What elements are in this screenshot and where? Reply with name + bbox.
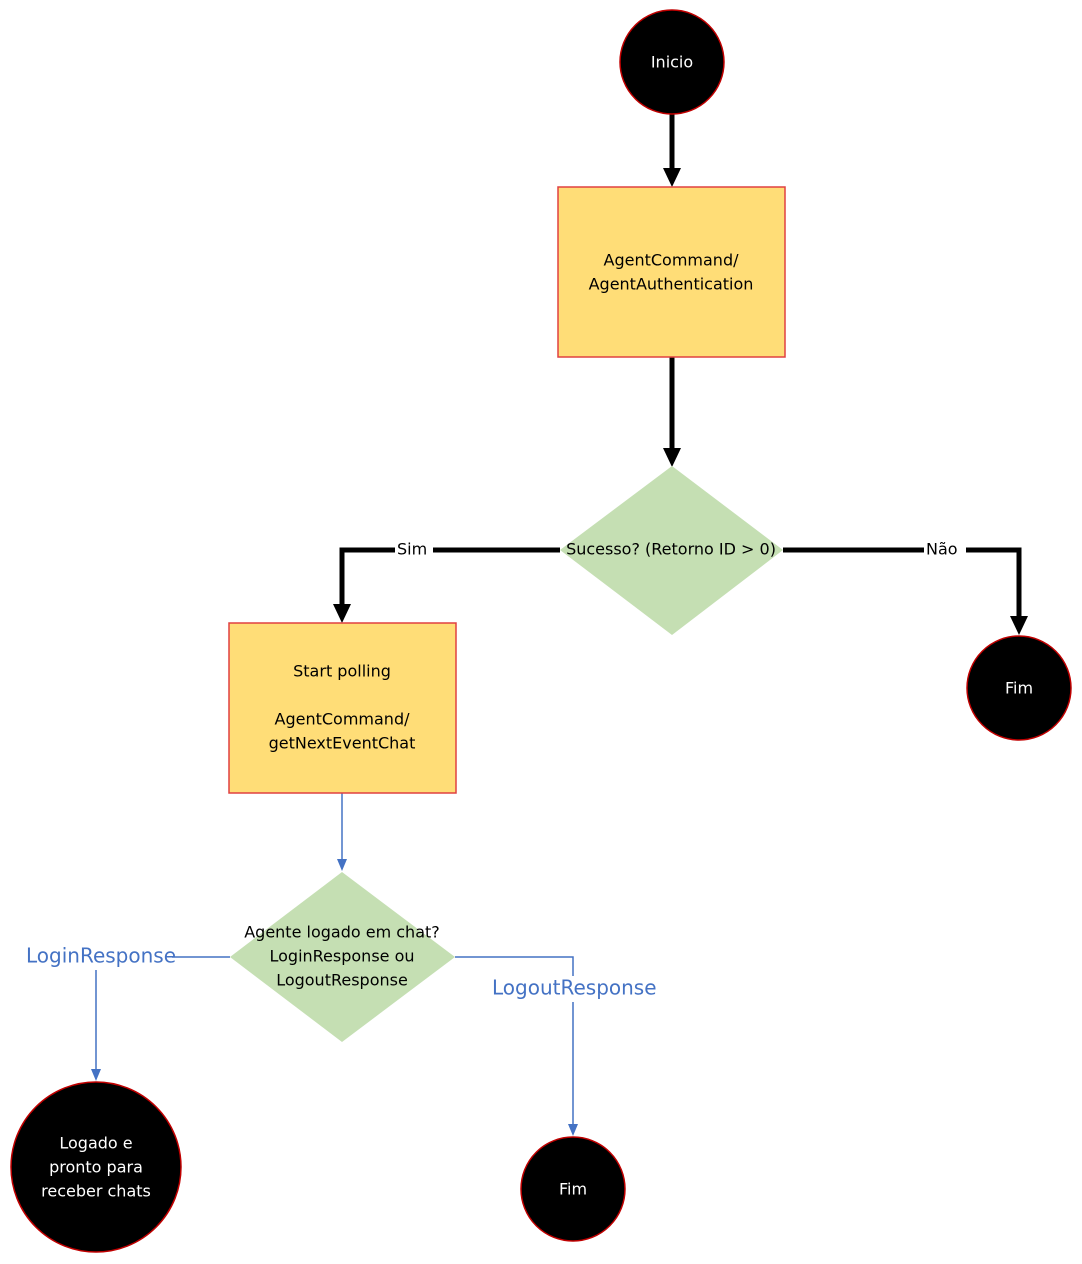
yes-label-bg bbox=[395, 540, 433, 560]
decision-success-label: Sucesso? (Retorno ID > 0) bbox=[566, 540, 776, 559]
arrowhead-logout-to-end bbox=[568, 1124, 578, 1136]
edge-no-to-end bbox=[783, 547, 1022, 620]
node-start[interactable]: Inicio bbox=[619, 9, 725, 115]
logged-ready-line1: Logado e bbox=[59, 1134, 132, 1153]
end-no-circle bbox=[966, 635, 1072, 741]
logged-ready-line3: receber chats bbox=[41, 1182, 151, 1201]
node-end-logout[interactable]: Fim bbox=[520, 1136, 626, 1242]
login-label-bg bbox=[24, 944, 172, 970]
node-end-no[interactable]: Fim bbox=[966, 635, 1072, 741]
start-circle bbox=[619, 9, 725, 115]
node-auth[interactable]: AgentCommand/ AgentAuthentication bbox=[557, 186, 786, 358]
node-decision-success[interactable]: Sucesso? (Retorno ID > 0) bbox=[560, 466, 783, 635]
decision-logged-line1: Agente logado em chat? bbox=[244, 923, 440, 942]
start-label: Inicio bbox=[651, 53, 693, 72]
auth-box bbox=[557, 186, 786, 358]
decision-logged-line2: LoginResponse ou bbox=[269, 947, 414, 966]
logged-ready-circle bbox=[10, 1081, 182, 1253]
auth-line2: AgentAuthentication bbox=[589, 275, 754, 294]
arrowhead-no-to-end bbox=[1010, 616, 1028, 635]
polling-line3: getNextEventChat bbox=[269, 734, 416, 753]
node-logged-ready[interactable]: Logado e pronto para receber chats bbox=[10, 1081, 182, 1253]
arrowhead-polling-to-decision bbox=[337, 859, 347, 871]
node-polling[interactable]: Start polling AgentCommand/ getNextEvent… bbox=[228, 622, 457, 794]
logged-ready-line2: pronto para bbox=[49, 1158, 143, 1177]
decision-success-diamond bbox=[560, 466, 783, 635]
decision-logged-diamond bbox=[230, 872, 455, 1042]
arrowhead-start-to-auth bbox=[663, 168, 681, 187]
logout-label-bg bbox=[490, 976, 656, 1002]
edge-yes-to-polling bbox=[339, 547, 560, 608]
main-connectors bbox=[333, 114, 1028, 635]
edge-logout-to-end bbox=[455, 956, 574, 1127]
end-logout-circle bbox=[520, 1136, 626, 1242]
end-logout-label: Fim bbox=[559, 1180, 587, 1199]
edge-login-to-ready bbox=[95, 956, 230, 1072]
no-label: Não bbox=[926, 540, 958, 559]
decision-logged-line3: LogoutResponse bbox=[276, 971, 408, 990]
yes-label: Sim bbox=[397, 540, 427, 559]
polling-box bbox=[228, 622, 457, 794]
polling-line1: Start polling bbox=[293, 662, 391, 681]
polling-line2: AgentCommand/ bbox=[275, 710, 411, 729]
logout-response-label: LogoutResponse bbox=[492, 976, 657, 1000]
arrowhead-yes-to-polling bbox=[333, 604, 351, 623]
auth-line1: AgentCommand/ bbox=[604, 251, 740, 270]
login-response-label: LoginResponse bbox=[26, 944, 176, 968]
end-no-label: Fim bbox=[1005, 679, 1033, 698]
arrowhead-login-to-ready bbox=[91, 1069, 101, 1081]
no-label-bg bbox=[924, 540, 966, 560]
node-decision-logged[interactable]: Agente logado em chat? LoginResponse ou … bbox=[230, 872, 455, 1042]
arrowhead-auth-to-decision bbox=[663, 448, 681, 467]
